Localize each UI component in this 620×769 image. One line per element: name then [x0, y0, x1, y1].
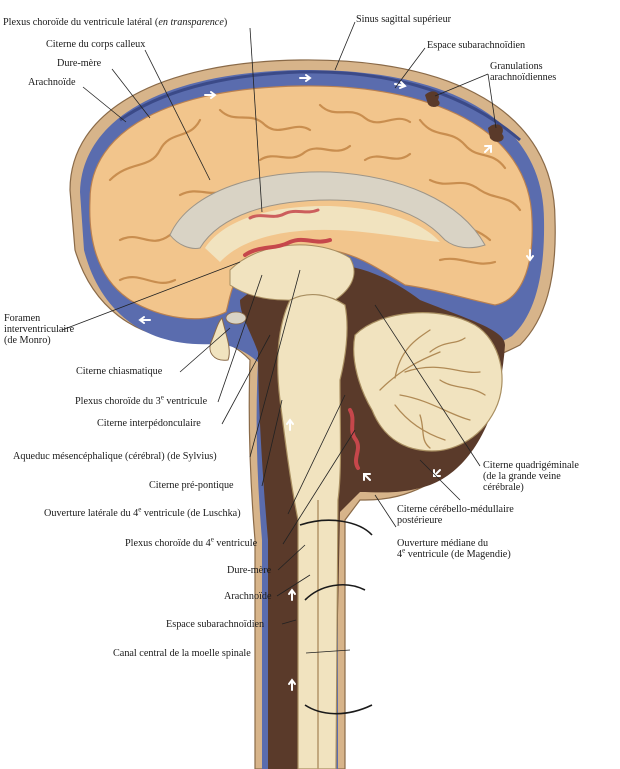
- superior-sagittal-sinus: [119, 70, 521, 142]
- diencephalon: [229, 244, 355, 303]
- choroid-plexus-4th: [348, 408, 360, 470]
- label-citerne-interpedonculaire: Citerne interpédonculaire: [97, 418, 201, 429]
- label-superscript: e: [210, 535, 214, 544]
- label-granulations-line1: Granulations: [490, 61, 543, 72]
- label-plexus-3e-ventricule: Plexus choroïde du 3e ventricule: [75, 393, 208, 408]
- label-part: 4: [397, 549, 403, 560]
- label-part: ): [223, 17, 228, 28]
- choroid-plexus-lateral-upper: [248, 208, 320, 220]
- label-ouverture-mediane-line1: Ouverture médiane du: [397, 538, 489, 549]
- cerebellum: [353, 312, 503, 452]
- label-arachnoide-bottom: Arachnoïde: [224, 591, 272, 602]
- label-espace-subarachnoidien-bottom: Espace subarachnoïdien: [166, 619, 265, 630]
- label-espace-subarachnoidien-top: Espace subarachnoïdien: [427, 40, 526, 51]
- label-part-italic: en transparence: [158, 17, 224, 28]
- choroid-plexus-lateral: [243, 237, 332, 257]
- pituitary: [209, 317, 230, 361]
- label-part: ventricule: [213, 538, 258, 549]
- lateral-ventricle: [205, 205, 440, 262]
- cerebral-hemisphere: [89, 85, 533, 320]
- label-citerne-prepontique: Citerne pré-pontique: [149, 480, 234, 491]
- label-part: ventricule (de Luschka): [141, 508, 241, 519]
- label-foramen-line1: Foramen: [4, 313, 41, 324]
- label-plexus-4e-ventricule: Plexus choroïde du 4e ventricule: [125, 535, 258, 550]
- label-citerne-corps-calleux: Citerne du corps calleux: [46, 39, 146, 50]
- brainstem-spinal-cord: [277, 293, 348, 769]
- label-arachnoide-top: Arachnoïde: [28, 77, 76, 88]
- label-part: Plexus choroïde du 4: [125, 538, 211, 549]
- leader-lines: [61, 21, 497, 654]
- arbor-vitae: [379, 329, 486, 449]
- corpus-callosum: [169, 171, 486, 249]
- label-foramen-line2: interventriculaire: [4, 324, 75, 335]
- label-aqueduc: Aqueduc mésencéphalique (cérébral) (de S…: [13, 451, 217, 462]
- label-granulations-line2: arachnoïdiennes: [490, 72, 557, 83]
- spinal-flow-arcs: [299, 519, 373, 715]
- label-citerne-quadrigeminale-line3: cérébrale): [483, 482, 524, 493]
- label-canal-central: Canal central de la moelle spinale: [113, 648, 251, 659]
- label-ouverture-mediane-line2: 4e ventricule (de Magendie): [397, 546, 511, 561]
- label-ouverture-laterale: Ouverture latérale du 4e ventricule (de …: [44, 505, 241, 520]
- label-part: Plexus choroïde du 3: [75, 396, 161, 407]
- label-part: Ouverture latérale du 4: [44, 508, 139, 519]
- label-part: ventricule (de Magendie): [405, 549, 511, 560]
- optic-chiasm: [225, 311, 247, 325]
- label-dure-mere-top: Dure-mère: [57, 58, 102, 69]
- label-citerne-cerebello-line2: postérieure: [397, 515, 443, 526]
- label-superscript: e: [160, 393, 164, 402]
- label-plexus-choroide-lateral: Plexus choroïde du ventricule latéral (e…: [3, 17, 227, 29]
- label-citerne-quadrigeminale-line1: Citerne quadrigéminale: [483, 460, 579, 471]
- label-superscript: e: [138, 505, 142, 514]
- label-citerne-chiasmatique: Citerne chiasmatique: [76, 366, 163, 377]
- label-citerne-quadrigeminale-line2: (de la grande veine: [483, 471, 561, 482]
- label-part: Plexus choroïde du ventricule latéral (: [3, 17, 159, 28]
- label-part: ventricule: [163, 396, 208, 407]
- label-superscript: e: [402, 546, 406, 555]
- label-dure-mere-bottom: Dure-mère: [227, 565, 272, 576]
- label-citerne-cerebello-line1: Citerne cérébello-médullaire: [397, 504, 514, 515]
- label-sinus-sagittal: Sinus sagittal supérieur: [356, 14, 452, 25]
- arachnoid-granulation-2: [488, 124, 504, 142]
- label-foramen-line3: (de Monro): [4, 335, 51, 346]
